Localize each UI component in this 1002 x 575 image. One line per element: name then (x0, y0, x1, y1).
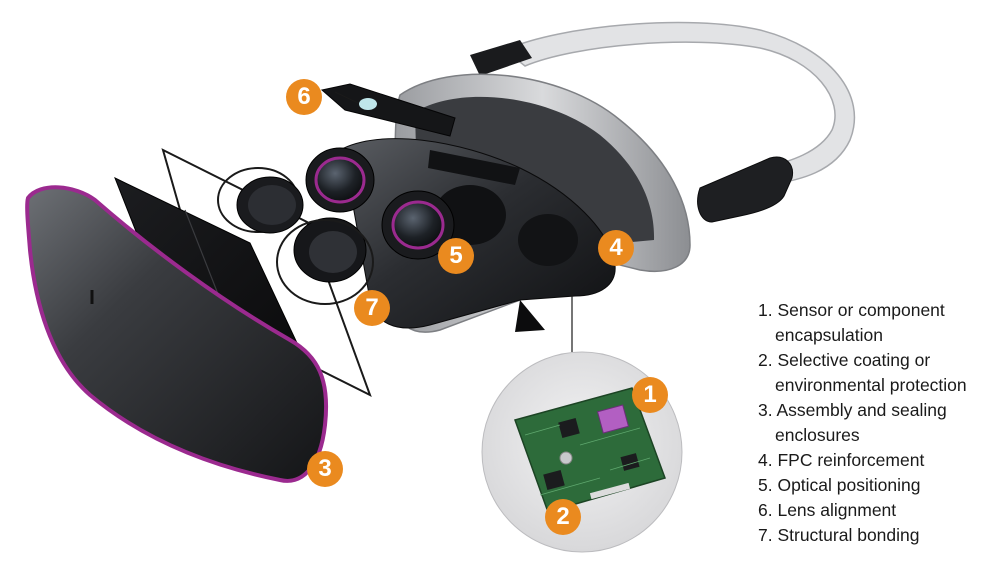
legend-item-3-line-2: enclosures (775, 425, 860, 445)
callout-6: 6 (286, 79, 322, 115)
callout-1: 1 (632, 377, 668, 413)
legend-item-1-line-1: 1. Sensor or component (758, 300, 945, 320)
front-sensor-bracket (320, 83, 456, 137)
callout-5: 5 (438, 238, 474, 274)
legend-item-4: 4. FPC reinforcement (758, 450, 925, 470)
legend-item-3-line-1: 3. Assembly and sealing (758, 400, 947, 420)
callout-7: 7 (354, 290, 390, 326)
optical-lenses (305, 147, 455, 260)
callout-2: 2 (545, 499, 581, 535)
callout-3: 3 (307, 451, 343, 487)
legend-item-2-line-1: 2. Selective coating or (758, 350, 931, 370)
legend-item-2-line-2: environmental protection (775, 375, 967, 395)
legend-item-1-line-2: encapsulation (775, 325, 883, 345)
callout-4: 4 (598, 230, 634, 266)
legend-item-7: 7. Structural bonding (758, 525, 920, 545)
legend-list: 1. Sensor or component encapsulation 2. … (758, 298, 998, 548)
head-strap (470, 21, 856, 223)
circuit-board-inset (481, 351, 683, 553)
lens-rings (217, 167, 374, 305)
leader-lines (334, 91, 573, 352)
legend-item-6: 6. Lens alignment (758, 500, 897, 520)
legend-item-5: 5. Optical positioning (758, 475, 921, 495)
